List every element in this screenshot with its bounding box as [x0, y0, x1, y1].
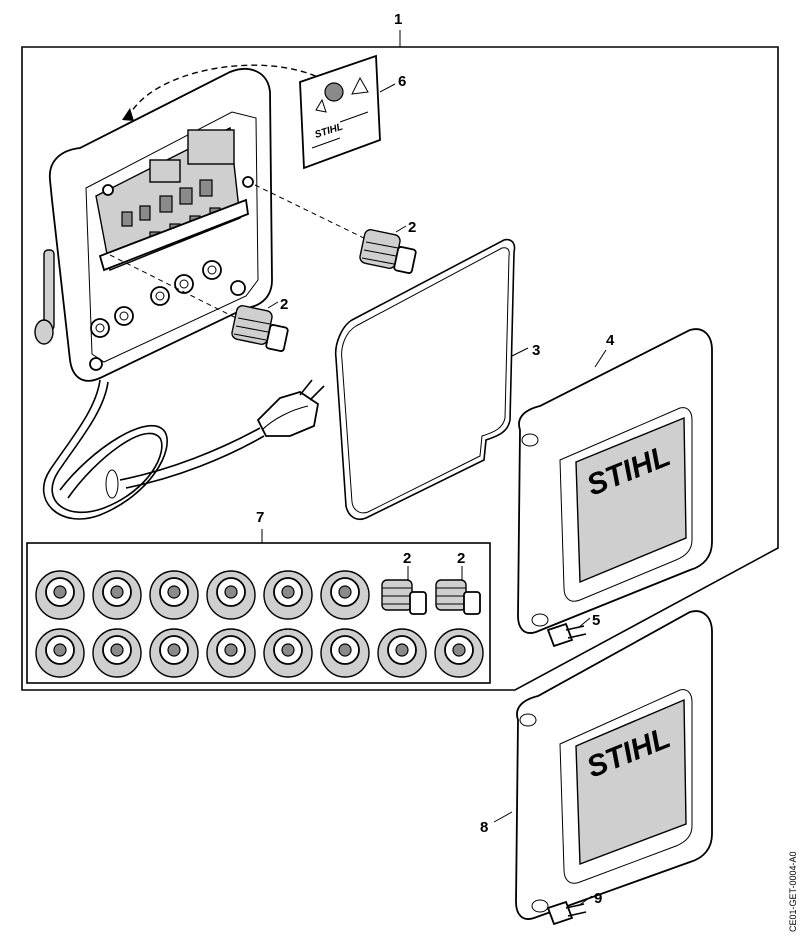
plug-screw-set-b: 2	[435, 550, 481, 615]
rotate-arrow	[127, 64, 321, 119]
grommet	[206, 628, 256, 678]
cover-upper: STIHL 4	[517, 328, 713, 634]
warning-label: STIHL 6	[299, 54, 406, 170]
grommet	[263, 570, 313, 620]
plug-screw-set-a: 2	[381, 550, 427, 615]
grommet	[263, 628, 313, 678]
plug-screw-upper: 2	[359, 219, 417, 274]
grommet	[320, 628, 370, 678]
gasket: 3	[334, 238, 540, 521]
screw-upper: 5	[546, 612, 600, 648]
power-cable	[42, 379, 325, 520]
callout-9: 9	[594, 890, 602, 907]
callout-5: 5	[592, 612, 600, 629]
callout-6: 6	[398, 73, 406, 90]
control-box-housing	[34, 64, 369, 382]
assembly-frame: 1	[21, 11, 779, 691]
callout-2-set-b: 2	[457, 550, 465, 567]
grommet-row-bottom	[35, 628, 484, 678]
grommet	[92, 570, 142, 620]
grommet	[149, 628, 199, 678]
grommet-set: 7 2 2	[26, 509, 491, 684]
callout-2-upper: 2	[408, 219, 416, 236]
grommet	[149, 570, 199, 620]
callout-1: 1	[394, 11, 402, 28]
mains-plug	[256, 391, 319, 437]
drawing-code: CE01-GET-0004-A0	[788, 851, 798, 932]
grommet	[434, 628, 484, 678]
cover-lower: STIHL 8	[480, 610, 713, 920]
grommet	[206, 570, 256, 620]
grommet	[377, 628, 427, 678]
callout-8: 8	[480, 819, 488, 836]
callout-2-set-a: 2	[403, 550, 411, 567]
screw-lower: 9	[546, 890, 602, 926]
cable-glands	[89, 260, 246, 371]
grommet	[35, 628, 85, 678]
grommet	[320, 570, 370, 620]
callout-4: 4	[606, 332, 615, 349]
loose-grommet	[34, 319, 54, 345]
plug-screw-lower: 2	[231, 296, 289, 352]
grommet-row-top	[35, 570, 370, 620]
callout-2-lower: 2	[280, 296, 288, 313]
grommet	[35, 570, 85, 620]
grommet	[92, 628, 142, 678]
callout-3: 3	[532, 342, 540, 359]
callout-7: 7	[256, 509, 264, 526]
